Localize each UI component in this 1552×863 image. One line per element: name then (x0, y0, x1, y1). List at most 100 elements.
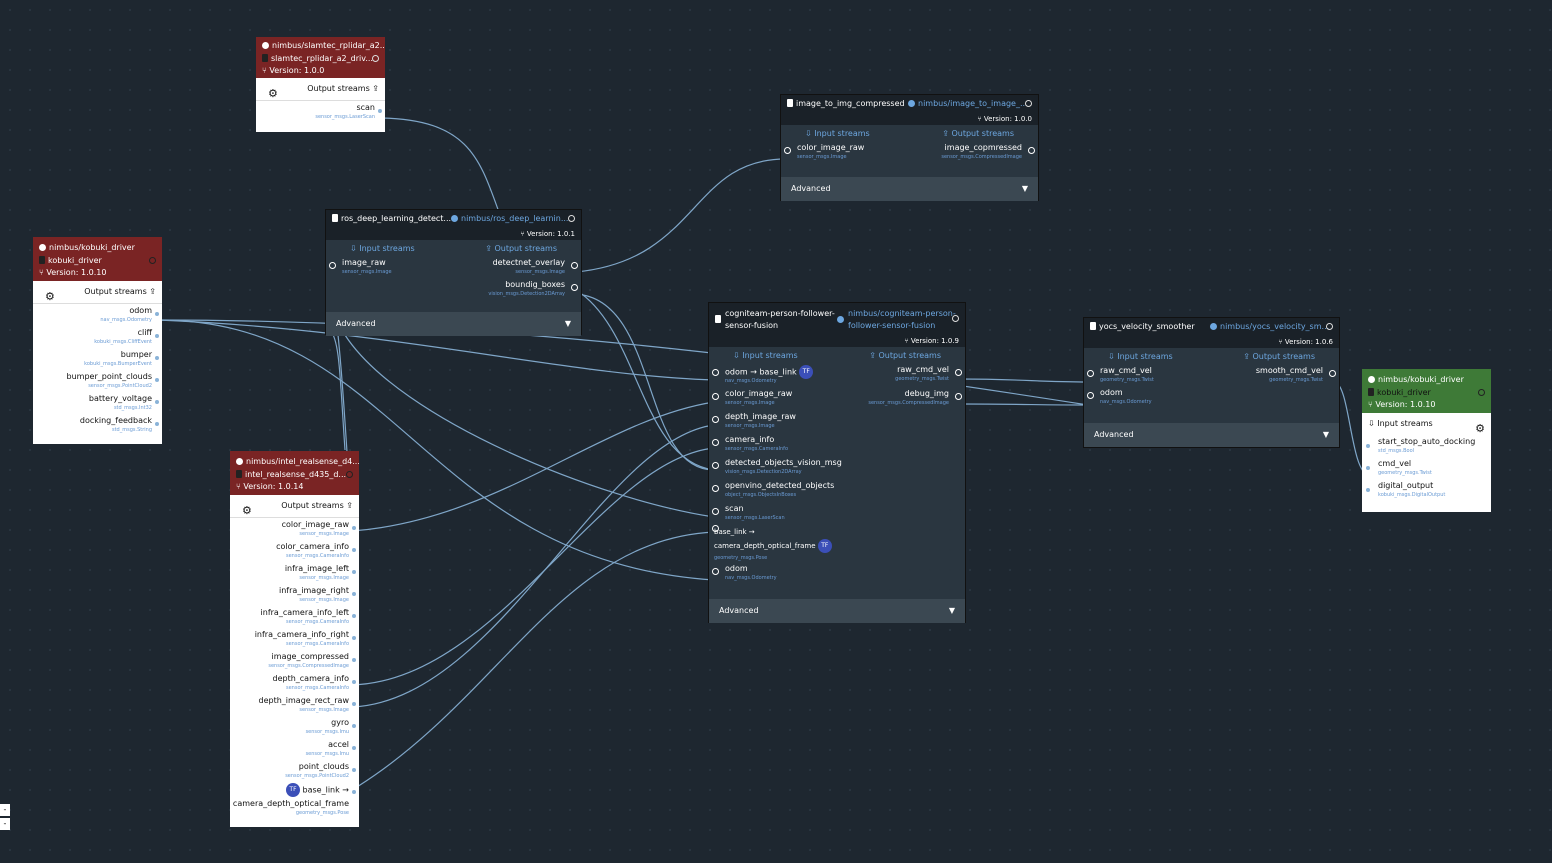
input-port[interactable] (1366, 466, 1370, 470)
stream-row[interactable]: odom → base_link TF nav_msgs.Odometry ra… (709, 363, 965, 387)
output-port[interactable] (155, 356, 159, 360)
close-icon[interactable] (372, 54, 379, 62)
input-port[interactable] (1366, 444, 1370, 448)
ros-deep-learning-node[interactable]: ros_deep_learning_detect... nimbus/ros_d… (325, 209, 582, 336)
input-port[interactable] (712, 439, 719, 446)
output-port[interactable] (352, 702, 356, 706)
output-port[interactable] (352, 636, 356, 640)
output-port[interactable] (571, 284, 578, 291)
output-port[interactable] (352, 790, 356, 794)
advanced-toggle[interactable]: Advanced▼ (709, 599, 965, 623)
output-port[interactable] (1028, 147, 1035, 154)
output-port[interactable] (155, 334, 159, 338)
input-port[interactable] (712, 416, 719, 423)
input-port[interactable] (784, 147, 791, 154)
output-port[interactable] (352, 724, 356, 728)
output-port[interactable] (352, 526, 356, 530)
output-port[interactable] (352, 746, 356, 750)
input-port[interactable] (712, 485, 719, 492)
output-port[interactable] (155, 312, 159, 316)
input-port[interactable] (1087, 370, 1094, 377)
side-control-b[interactable]: - (0, 818, 10, 830)
advanced-toggle[interactable]: Advanced▼ (326, 312, 581, 336)
input-port[interactable] (329, 262, 336, 269)
output-port[interactable] (352, 658, 356, 662)
advanced-toggle[interactable]: Advanced▼ (781, 177, 1038, 201)
output-port[interactable] (955, 369, 962, 376)
close-icon[interactable] (149, 256, 156, 264)
input-port[interactable] (712, 508, 719, 515)
output-port[interactable] (155, 422, 159, 426)
close-icon[interactable] (1025, 100, 1032, 107)
input-port[interactable] (1087, 392, 1094, 399)
tf-input-row[interactable]: base_link → camera_depth_optical_frame T… (709, 525, 965, 562)
output-port[interactable] (155, 378, 159, 382)
output-port[interactable] (1329, 370, 1336, 377)
output-port[interactable] (352, 592, 356, 596)
output-port[interactable] (955, 393, 962, 400)
close-icon[interactable] (1326, 323, 1333, 330)
gear-icon[interactable]: ⚙ (1475, 422, 1485, 435)
side-control-a[interactable]: - (0, 804, 10, 816)
output-port[interactable] (571, 262, 578, 269)
close-icon[interactable] (346, 470, 353, 478)
output-port[interactable] (378, 109, 382, 113)
input-port[interactable] (712, 462, 719, 469)
realsense-node[interactable]: nimbus/intel_realsense_d4... intel_reals… (230, 451, 359, 827)
output-port[interactable] (352, 548, 356, 552)
gear-icon[interactable]: ⚙ (268, 87, 278, 100)
person-follower-node[interactable]: cogniteam-person-follower-sensor-fusion … (708, 302, 966, 623)
image-to-img-compressed-node[interactable]: image_to_img_compressed nimbus/image_to_… (780, 94, 1039, 201)
kobuki-output-node[interactable]: nimbus/kobuki_driver kobuki_driver ⑂ Ver… (33, 237, 162, 444)
input-port[interactable] (712, 525, 719, 532)
input-port[interactable] (1366, 488, 1370, 492)
close-icon[interactable] (952, 315, 959, 322)
input-port[interactable] (712, 568, 719, 575)
output-port[interactable] (352, 680, 356, 684)
yocs-velocity-smoother-node[interactable]: yocs_velocity_smoother nimbus/yocs_veloc… (1083, 317, 1340, 448)
output-port[interactable] (352, 570, 356, 574)
close-icon[interactable] (568, 215, 575, 222)
input-port[interactable] (712, 369, 719, 376)
gear-icon[interactable]: ⚙ (45, 290, 55, 303)
output-port[interactable] (155, 400, 159, 404)
output-port[interactable] (352, 614, 356, 618)
input-port[interactable] (712, 393, 719, 400)
close-icon[interactable] (1478, 388, 1485, 396)
kobuki-input-node[interactable]: nimbus/kobuki_driver kobuki_driver ⑂ Ver… (1362, 369, 1491, 512)
tf-output-row[interactable]: TF base_link → camera_depth_optical_fram… (230, 782, 359, 816)
